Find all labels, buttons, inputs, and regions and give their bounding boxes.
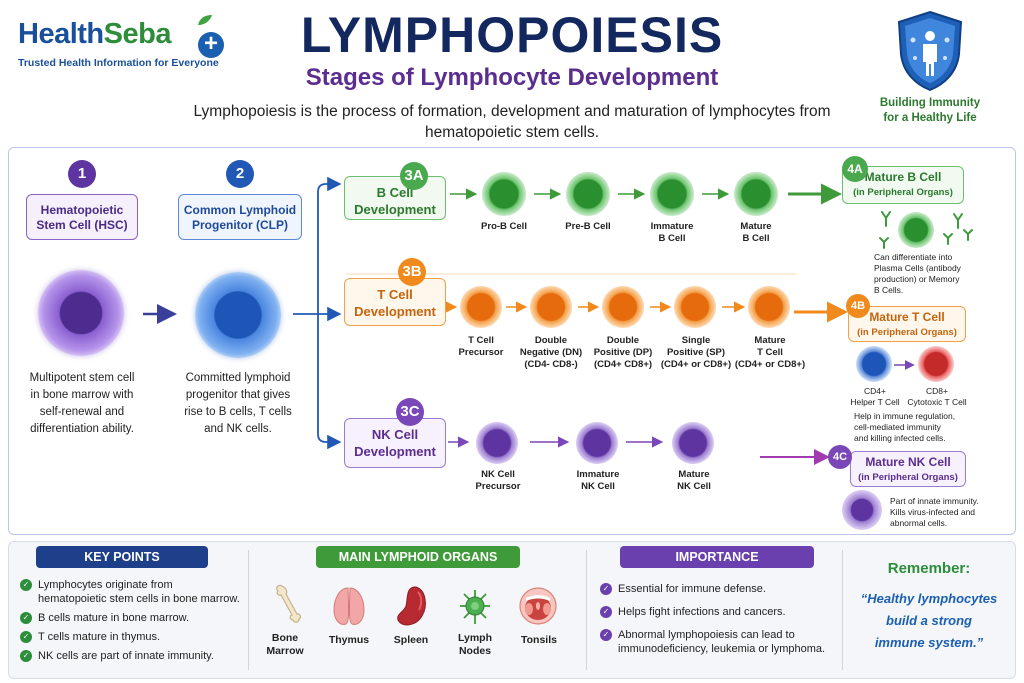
check-icon: ✓	[600, 606, 612, 618]
list-item: ✓T cells mature in thymus.	[20, 630, 242, 644]
nk-cell-precursor	[476, 422, 518, 464]
double-positive-cell	[602, 286, 644, 328]
intro-text: Lymphopoiesis is the process of formatio…	[193, 103, 831, 141]
page-title: LYMPHOPOIESIS	[300, 7, 724, 63]
hsc-description: Multipotent stem cell in bone marrow wit…	[29, 372, 135, 435]
stage-badge-2: 2	[226, 160, 254, 188]
list-item: ✓Lymphocytes originate from hematopoieti…	[20, 578, 242, 606]
mature-nk-cell-description: Part of innate immunity. Kills virus-inf…	[890, 496, 979, 528]
list-item: ✓Helps fight infections and cancers.	[600, 605, 834, 619]
divider	[586, 550, 587, 670]
remember-title: Remember:	[887, 560, 971, 577]
mature-b-cell-description: Can differentiate into Plasma Cells (ant…	[874, 252, 961, 295]
stage-badge-4c: 4C	[828, 445, 852, 469]
check-icon: ✓	[20, 650, 32, 662]
check-icon: ✓	[20, 631, 32, 643]
immature-nk-cell	[576, 422, 618, 464]
antibody-icon	[879, 211, 973, 249]
plus-icon: +	[198, 32, 224, 58]
check-icon: ✓	[600, 583, 612, 595]
remember-quote: “Healthy lymphocytes build a strong immu…	[860, 591, 998, 650]
check-icon: ✓	[20, 579, 32, 591]
pro-b-cell-label: Pro-B Cell	[481, 221, 527, 232]
mature-t-cell-description: Help in immune regulation, cell-mediated…	[854, 411, 956, 443]
check-icon: ✓	[20, 612, 32, 624]
importance-title: IMPORTANCE	[620, 546, 814, 568]
mature-nk-cell-box: Mature NK Cell(in Peripheral Organs)	[850, 451, 966, 487]
pro-b-cell	[482, 172, 526, 216]
importance-list: ✓Essential for immune defense. ✓Helps fi…	[600, 582, 834, 661]
organ-label-thymus: Thymus	[328, 634, 370, 646]
cd8-cytotoxic-label: CD8+Cytotoxic T Cell	[907, 386, 967, 407]
tonsils-icon	[519, 587, 557, 625]
divider	[248, 550, 249, 670]
organ-label-spleen: Spleen	[393, 634, 429, 646]
mature-b-cell-peripheral	[898, 212, 934, 248]
mature-t-cell-box: Mature T Cell(in Peripheral Organs)	[848, 306, 966, 342]
cd4-helper-label: CD4+Helper T Cell	[850, 386, 900, 407]
cd4-helper-t-cell	[856, 346, 892, 382]
single-positive-cell	[674, 286, 716, 328]
mature-b-cell	[734, 172, 778, 216]
spleen-icon	[397, 586, 426, 626]
t-cell-precursor	[460, 286, 502, 328]
stage-badge-1: 1	[68, 160, 96, 188]
page-subtitle: Stages of Lymphocyte Development	[305, 64, 719, 91]
lymphoid-organs-title: MAIN LYMPHOID ORGANS	[316, 546, 520, 568]
stage-badge-3b: 3B	[398, 258, 426, 286]
brand-tagline: Trusted Health Information for Everyone	[18, 57, 219, 69]
cd8-cytotoxic-t-cell	[918, 346, 954, 382]
thymus-icon	[333, 587, 365, 625]
list-item: ✓Essential for immune defense.	[600, 582, 834, 596]
double-negative-cell	[530, 286, 572, 328]
immature-b-cell	[650, 172, 694, 216]
pre-b-cell	[566, 172, 610, 216]
stage-badge-3a: 3A	[400, 162, 428, 190]
organ-label-tonsils: Tonsils	[521, 634, 557, 646]
brand-logo: HealthSeba	[18, 18, 171, 50]
stage-badge-4b: 4B	[846, 294, 870, 318]
clp-description: Committed lymphoid progenitor that gives…	[184, 372, 292, 435]
bone-icon	[276, 584, 302, 623]
hsc-cell	[38, 270, 124, 356]
mature-nk-cell	[672, 422, 714, 464]
stage-badge-3c: 3C	[396, 398, 424, 426]
mature-nk-cell-peripheral	[842, 490, 882, 530]
list-item: ✓NK cells are part of innate immunity.	[20, 649, 242, 663]
check-icon: ✓	[600, 629, 612, 641]
leaf-icon	[198, 15, 212, 25]
mature-t-cell	[748, 286, 790, 328]
key-points-list: ✓Lymphocytes originate from hematopoieti…	[20, 578, 242, 668]
lymph-node-icon	[460, 590, 490, 624]
list-item: ✓B cells mature in bone marrow.	[20, 611, 242, 625]
clp-cell	[195, 272, 281, 358]
stage-badge-4a: 4A	[842, 156, 868, 182]
list-item: ✓Abnormal lymphopoiesis can lead to immu…	[600, 628, 834, 656]
divider	[842, 550, 843, 670]
key-points-title: KEY POINTS	[36, 546, 208, 568]
shield-icon	[897, 10, 963, 92]
pre-b-cell-label: Pre-B Cell	[565, 221, 611, 232]
